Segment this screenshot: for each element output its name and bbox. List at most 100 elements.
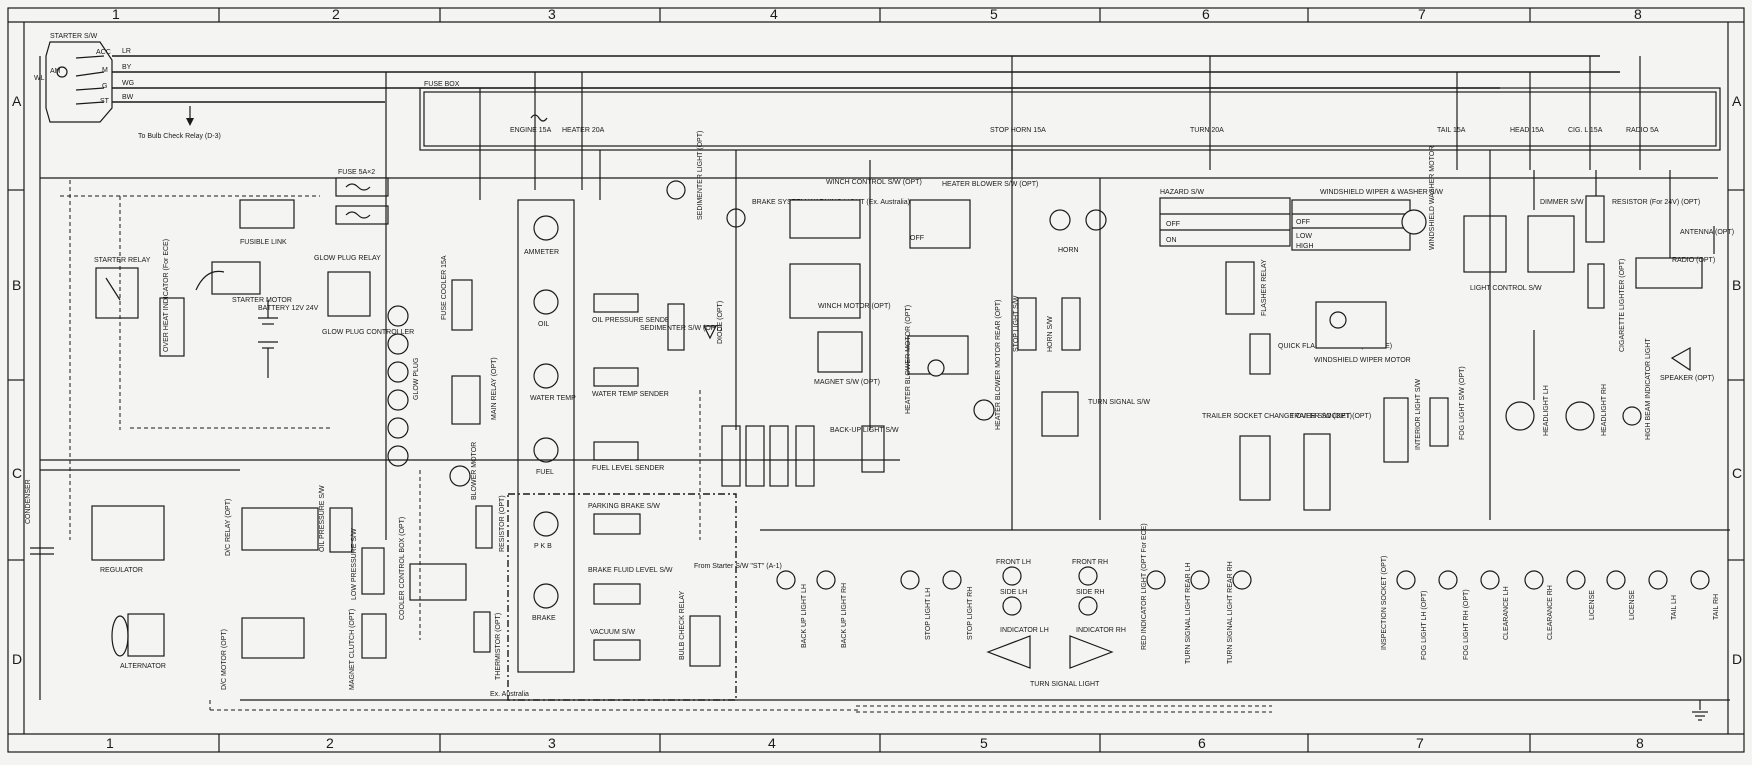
svg-text:HIGH BEAM INDICATOR LIGHT: HIGH BEAM INDICATOR LIGHT xyxy=(1645,338,1652,440)
svg-text:LICENSE: LICENSE xyxy=(1629,590,1636,620)
svg-text:GLOW PLUG RELAY: GLOW PLUG RELAY xyxy=(314,255,381,262)
svg-text:DIODE (OPT): DIODE (OPT) xyxy=(717,301,724,344)
starter-motor: STARTER MOTOR xyxy=(195,261,292,304)
svg-text:DIMMER S/W: DIMMER S/W xyxy=(1540,199,1584,206)
radio: RADIO (OPT) xyxy=(1635,257,1715,289)
flasher-relay: FLASHER RELAY xyxy=(1225,259,1268,316)
col-3-top: 3 xyxy=(548,6,556,22)
heater-blower-motor: HEATER BLOWER MOTOR (OPT) xyxy=(905,305,969,414)
svg-text:FUSE 5A×2: FUSE 5A×2 xyxy=(338,169,375,176)
svg-text:FOG LIGHT S/W (OPT): FOG LIGHT S/W (OPT) xyxy=(1459,366,1466,440)
col-2-bottom: 2 xyxy=(326,735,334,751)
stop-light-switch: STOP LIGHT S/W xyxy=(1013,295,1037,352)
cooler-control-box: COOLER CONTROL BOX (OPT) xyxy=(399,517,467,620)
svg-text:P K B: P K B xyxy=(534,543,552,550)
svg-text:STARTER RELAY: STARTER RELAY xyxy=(94,257,151,264)
fuses: ENGINE 15A HEATER 20A STOP HORN 15A TURN… xyxy=(510,56,1659,190)
col-1-bottom: 1 xyxy=(106,735,114,751)
svg-text:FOG LIGHT RH (OPT): FOG LIGHT RH (OPT) xyxy=(1463,589,1470,660)
bulb-check-relay: BULB CHECK RELAY From Starter S/W "ST" (… xyxy=(679,563,782,667)
svg-text:SEDIMENTER LIGHT (OPT): SEDIMENTER LIGHT (OPT) xyxy=(697,131,704,220)
fuse-cooler: FUSE COOLER 15A xyxy=(441,255,473,331)
svg-text:MAIN RELAY (OPT): MAIN RELAY (OPT) xyxy=(491,357,498,420)
svg-text:HEATER BLOWER MOTOR REAR (OPT): HEATER BLOWER MOTOR REAR (OPT) xyxy=(995,300,1002,430)
svg-text:RESISTOR (OPT): RESISTOR (OPT) xyxy=(499,495,506,552)
svg-text:FOG LIGHT LH (OPT): FOG LIGHT LH (OPT) xyxy=(1421,591,1428,661)
glow-plugs: GLOW PLUG xyxy=(387,305,420,467)
fusible-link: FUSIBLE LINK xyxy=(239,199,295,246)
svg-text:AMMETER: AMMETER xyxy=(524,249,559,256)
svg-text:INDICATOR RH: INDICATOR RH xyxy=(1076,627,1126,634)
col-2-top: 2 xyxy=(332,6,340,22)
svg-text:GLOW PLUG CONTROLLER: GLOW PLUG CONTROLLER xyxy=(322,329,414,336)
tail-and-clearance-bulbs: CLEARANCE LH CLEARANCE RH LICENSE LICENS… xyxy=(1480,570,1720,640)
sedimenter-switch: SEDIMENTER S/W (OPT) xyxy=(640,303,722,351)
svg-text:HAZARD S/W: HAZARD S/W xyxy=(1160,189,1204,196)
svg-text:REGULATOR: REGULATOR xyxy=(100,567,143,574)
svg-text:FUSE COOLER 15A: FUSE COOLER 15A xyxy=(441,255,448,320)
svg-text:CLEARANCE LH: CLEARANCE LH xyxy=(1503,586,1510,640)
svg-text:ALTERNATOR: ALTERNATOR xyxy=(120,663,166,670)
svg-text:RADIO 5A: RADIO 5A xyxy=(1626,127,1659,134)
svg-text:CIG. L 15A: CIG. L 15A xyxy=(1568,127,1603,134)
interior-light-switch: INTERIOR LIGHT S/W xyxy=(1383,379,1422,463)
svg-text:FUEL: FUEL xyxy=(536,469,554,476)
svg-text:OFF: OFF xyxy=(1296,219,1310,226)
svg-text:WINDSHIELD WIPER MOTOR: WINDSHIELD WIPER MOTOR xyxy=(1314,357,1411,364)
svg-text:M: M xyxy=(102,67,108,74)
winch-control-switch: WINCH CONTROL S/W (OPT) xyxy=(789,179,922,239)
svg-text:WL: WL xyxy=(34,75,45,82)
svg-text:CIGARETTE LIGHTER (OPT): CIGARETTE LIGHTER (OPT) xyxy=(1619,259,1626,352)
col-5-top: 5 xyxy=(990,6,998,22)
col-6-bottom: 6 xyxy=(1198,735,1206,751)
svg-text:BACK UP LIGHT LH: BACK UP LIGHT LH xyxy=(801,584,808,648)
svg-text:TAIL 15A: TAIL 15A xyxy=(1437,127,1466,134)
svg-text:HORN: HORN xyxy=(1058,247,1079,254)
horns: HORN xyxy=(1049,209,1107,254)
svg-text:SIDE RH: SIDE RH xyxy=(1076,589,1104,596)
diode: DIODE (OPT) xyxy=(703,301,724,344)
rear-bulbs: BACK UP LIGHT LH BACK UP LIGHT RH STOP L… xyxy=(776,523,1252,664)
regulator: REGULATOR xyxy=(91,505,165,574)
col-3-bottom: 3 xyxy=(548,735,556,751)
svg-text:BLOWER MOTOR: BLOWER MOTOR xyxy=(471,442,478,500)
svg-text:TURN SIGNAL LIGHT: TURN SIGNAL LIGHT xyxy=(1030,681,1100,688)
starter-switch: STARTER S/W ACC AM M G ST WL xyxy=(34,33,113,123)
svg-text:TURN 20A: TURN 20A xyxy=(1190,127,1224,134)
col-8-bottom: 8 xyxy=(1636,735,1644,751)
parking-brake-warning-switches xyxy=(721,425,815,487)
svg-text:BACK UP LIGHT RH: BACK UP LIGHT RH xyxy=(841,583,848,648)
svg-text:GLOW PLUG: GLOW PLUG xyxy=(413,358,420,400)
svg-text:INDICATOR LH: INDICATOR LH xyxy=(1000,627,1049,634)
svg-text:BULB CHECK RELAY: BULB CHECK RELAY xyxy=(679,591,686,660)
svg-text:BW: BW xyxy=(122,94,134,101)
svg-text:LR: LR xyxy=(122,48,131,55)
trailer-changeover-switch: TRAILER SOCKET CHANGE OVER S/W (OPT) xyxy=(1202,413,1352,501)
condenser: CONDENSER xyxy=(25,479,54,555)
svg-text:D/C RELAY (OPT): D/C RELAY (OPT) xyxy=(225,499,232,556)
svg-text:RED INDICATOR LIGHT (OPT For E: RED INDICATOR LIGHT (OPT For ECE) xyxy=(1141,523,1148,650)
cigarette-lighter: CIGARETTE LIGHTER (OPT) xyxy=(1587,259,1626,352)
svg-text:LICENSE: LICENSE xyxy=(1589,590,1596,620)
low-pressure-switch: LOW PRESSURE S/W xyxy=(351,528,385,600)
light-control-switch: LIGHT CONTROL S/W xyxy=(1463,215,1542,292)
svg-text:BRAKE: BRAKE xyxy=(532,615,556,622)
col-7-top: 7 xyxy=(1418,6,1426,22)
svg-text:FRONT RH: FRONT RH xyxy=(1072,559,1108,566)
svg-text:BATTERY 12V 24V: BATTERY 12V 24V xyxy=(258,305,319,312)
horn-switch: HORN S/W xyxy=(1047,297,1081,352)
row-a-left: A xyxy=(12,93,22,109)
svg-text:SPEAKER (OPT): SPEAKER (OPT) xyxy=(1660,375,1714,382)
svg-text:RADIO (OPT): RADIO (OPT) xyxy=(1672,257,1715,264)
hazard-switch: OFF ON HAZARD S/W xyxy=(1159,189,1291,247)
svg-text:WATER TEMP SENDER: WATER TEMP SENDER xyxy=(592,391,669,398)
senders: OIL PRESSURE SENDER WATER TEMP SENDER FU… xyxy=(588,293,675,661)
svg-text:STOP LIGHT RH: STOP LIGHT RH xyxy=(967,587,974,640)
dc-relay: D/C RELAY (OPT) xyxy=(225,499,319,556)
alternator: ALTERNATOR xyxy=(111,613,166,670)
svg-text:HEATER 20A: HEATER 20A xyxy=(562,127,605,134)
svg-text:LIGHT CONTROL S/W: LIGHT CONTROL S/W xyxy=(1470,285,1542,292)
turn-signal-switch: TURN SIGNAL S/W xyxy=(1041,391,1150,437)
svg-text:SIDE LH: SIDE LH xyxy=(1000,589,1027,596)
headlights: HEADLIGHT LH HEADLIGHT RH HIGH BEAM INDI… xyxy=(1505,338,1652,440)
